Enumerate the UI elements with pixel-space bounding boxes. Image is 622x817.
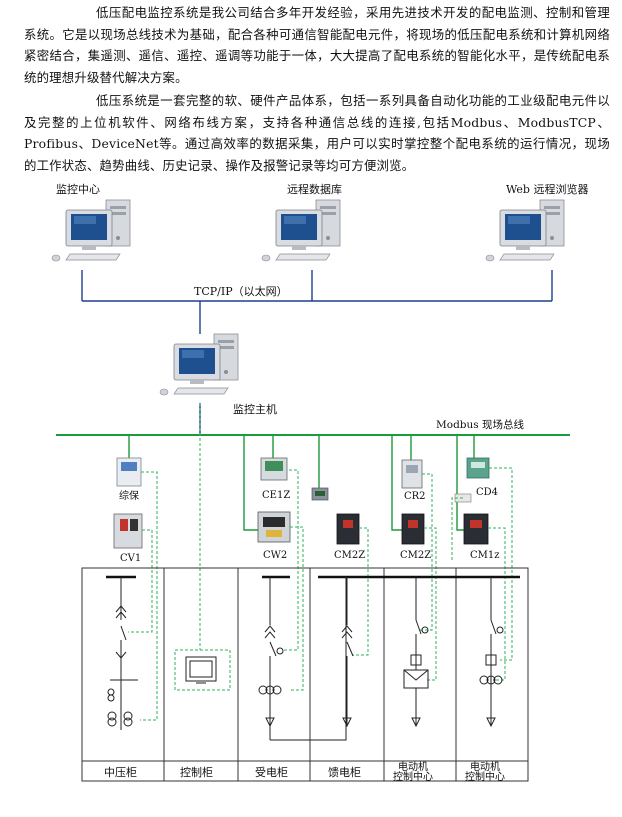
svg-text:CM2Z: CM2Z	[400, 550, 431, 561]
device-cw2: CW2	[257, 511, 291, 561]
svg-text:综保: 综保	[119, 489, 139, 502]
device-zongbao: 综保	[116, 457, 142, 502]
station-monitor-center: 监控中心	[51, 182, 131, 262]
device-cm2z-b: CM2Z	[400, 513, 431, 561]
cabinet-labels: 中压柜 控制柜 受电柜 馈电柜 电动机 控制中心 电动机 控制中心	[104, 760, 505, 783]
svg-text:CE1Z: CE1Z	[262, 490, 290, 501]
station-remote-database: 远程数据库	[261, 182, 342, 262]
svg-text:CM2Z: CM2Z	[334, 550, 365, 561]
host-label: 监控主机	[233, 402, 277, 416]
device-cr2: CR2	[401, 459, 426, 502]
tcpip-network	[81, 270, 553, 334]
device-meter-small	[311, 487, 329, 501]
cabinet-label: 馈电柜	[328, 766, 361, 779]
station-label: 监控中心	[56, 182, 100, 196]
station-label: 远程数据库	[287, 182, 342, 196]
device-cm1z: CM1z	[463, 513, 500, 561]
bus-label: Modbus 现场总线	[436, 418, 525, 431]
schematic-medium-voltage	[107, 577, 138, 730]
tcpip-label: TCP/IP（以太网）	[194, 285, 288, 298]
monitor-host	[159, 333, 239, 396]
schematic-control-monitor	[185, 656, 217, 684]
svg-text:CD4: CD4	[476, 487, 498, 498]
svg-text:CM1z: CM1z	[470, 550, 500, 561]
signal-lines	[128, 403, 513, 721]
station-web-browser: Web 远程浏览器	[485, 182, 588, 262]
cabinet-label: 电动机	[470, 760, 500, 773]
cabinet-label: 电动机	[398, 760, 428, 773]
cabinet-frame	[81, 567, 529, 782]
schematic-incoming	[258, 577, 347, 741]
cabinet-label: 受电柜	[255, 766, 288, 779]
station-label: Web 远程浏览器	[506, 182, 588, 196]
device-cd4: CD4	[466, 457, 498, 498]
device-cm2z-a: CM2Z	[334, 513, 365, 561]
cabinet-label: 控制中心	[465, 770, 505, 783]
svg-text:CW2: CW2	[263, 550, 287, 561]
cabinet-label: 控制中心	[393, 770, 433, 783]
device-ce1z: CE1Z	[260, 457, 290, 501]
cabinet-label: 控制柜	[180, 765, 213, 779]
svg-text:CR2: CR2	[404, 491, 426, 502]
intro-paragraph-2: 低压系统是一套完整的软、硬件产品体系，包括一系列具备自动化功能的工业级配电元件以…	[24, 93, 610, 173]
schematic-motor-2	[479, 577, 504, 728]
svg-text:CV1: CV1	[120, 553, 141, 564]
cabinet-label: 中压柜	[104, 766, 137, 779]
intro-paragraph-1: 低压配电监控系统是我公司结合多年开发经验，采用先进技术开发的配电监测、控制和管理…	[24, 5, 610, 85]
bus-drops	[128, 435, 475, 531]
schematic-motor-1	[403, 577, 429, 728]
schematic-feeder	[341, 577, 354, 728]
device-cv1: CV1	[113, 513, 143, 564]
